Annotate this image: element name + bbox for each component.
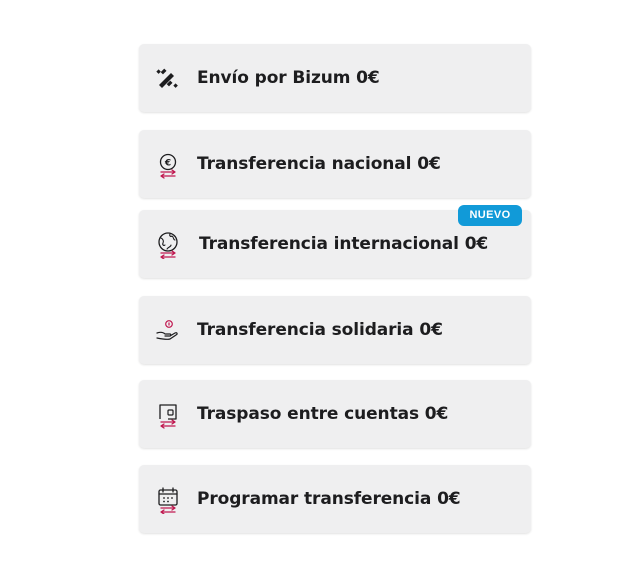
account-transfer-icon bbox=[154, 401, 182, 429]
option-bizum[interactable]: Envío por Bizum 0€ bbox=[139, 44, 531, 112]
option-account-transfer[interactable]: Traspaso entre cuentas 0€ bbox=[139, 380, 531, 448]
option-label: Transferencia nacional 0€ bbox=[197, 154, 441, 174]
option-solidarity-transfer[interactable]: Transferencia solidaria 0€ bbox=[139, 296, 531, 364]
globe-transfer-icon bbox=[154, 231, 182, 259]
option-label: Traspaso entre cuentas 0€ bbox=[197, 404, 449, 424]
euro-transfer-icon: € bbox=[154, 151, 182, 179]
option-scheduled-transfer[interactable]: Programar transferencia 0€ bbox=[139, 465, 531, 533]
bizum-icon bbox=[154, 65, 182, 93]
option-label: Transferencia internacional 0€ bbox=[199, 234, 489, 254]
svg-text:€: € bbox=[164, 159, 171, 169]
option-label: Programar transferencia 0€ bbox=[197, 489, 461, 509]
new-badge: NUEVO bbox=[458, 205, 522, 226]
calendar-transfer-icon bbox=[154, 486, 182, 514]
option-label: Envío por Bizum 0€ bbox=[197, 68, 380, 88]
hand-coin-icon bbox=[154, 317, 182, 345]
option-label: Transferencia solidaria 0€ bbox=[197, 320, 443, 340]
option-national-transfer[interactable]: € Transferencia nacional 0€ bbox=[139, 130, 531, 198]
